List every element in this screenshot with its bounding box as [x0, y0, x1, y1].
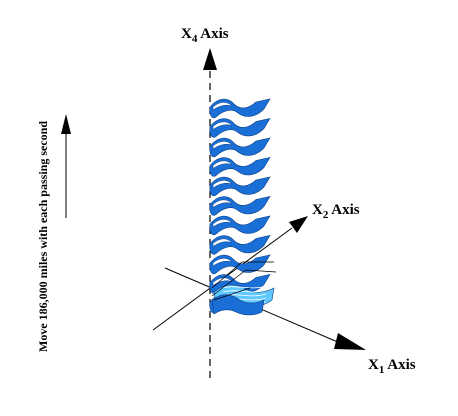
ribbon-highlight: [212, 180, 233, 189]
ribbon-layer: [209, 215, 271, 236]
x4-axis-arrowhead: [203, 48, 217, 70]
base-ribbon-stripe: [222, 289, 267, 293]
ribbon-layer: [209, 235, 271, 255]
time-arrow-head: [61, 114, 71, 134]
ribbon-highlight: [212, 219, 233, 228]
ribbon-highlight: [212, 238, 233, 247]
ribbon-highlight: [212, 102, 233, 111]
x4-axis-label: X4 Axis: [181, 26, 229, 45]
base-ribbon-stripe: [221, 285, 267, 289]
ribbon-layer: [209, 176, 271, 197]
ribbon-layer: [209, 98, 271, 119]
ribbon-layer: [209, 196, 271, 216]
ribbon-highlight: [212, 258, 233, 267]
worldline-ribbon-stack: [209, 98, 275, 316]
speed-of-light-note: Move 186,000 miles with each passing sec…: [36, 121, 50, 352]
x2-axis-label: X2 Axis: [312, 202, 360, 221]
ribbon-highlight: [212, 160, 233, 169]
ribbon-layer: [209, 157, 271, 177]
x1-axis-arrowhead: [334, 333, 366, 350]
bottom-ribbon: [211, 294, 265, 316]
x1-axis-label: X1 Axis: [368, 357, 416, 376]
x2-axis-arrowhead: [289, 216, 308, 233]
ribbon-layer: [209, 118, 271, 138]
ribbon-highlight: [212, 199, 233, 208]
ribbon-highlight: [212, 141, 233, 150]
ribbon-layer: [209, 137, 271, 158]
ribbon-highlight: [212, 121, 233, 130]
base-outline-lines: [211, 261, 277, 301]
ribbon-highlight: [212, 277, 233, 286]
